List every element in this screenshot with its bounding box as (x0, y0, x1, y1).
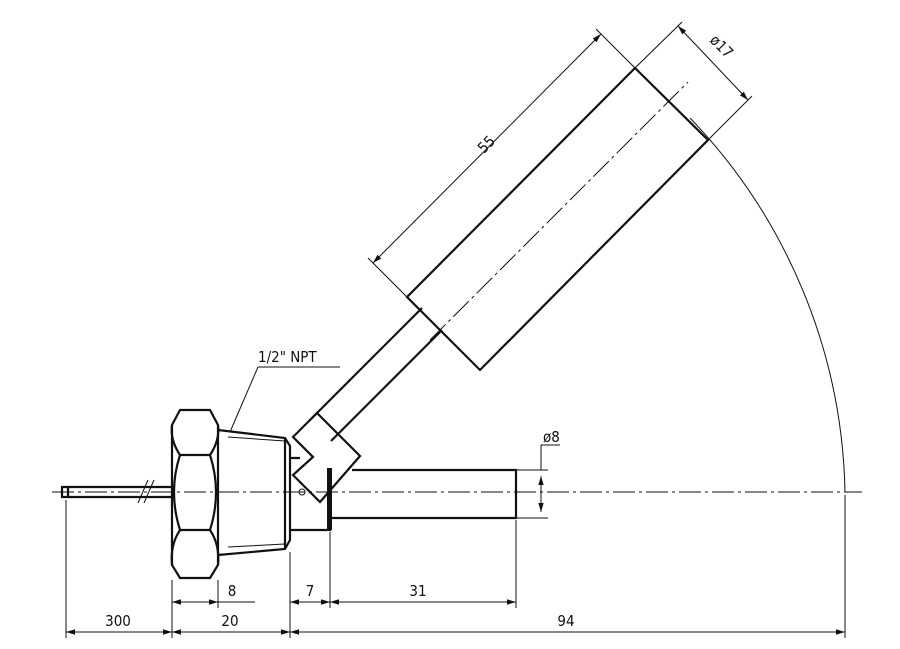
dim-31-label: 31 (409, 582, 426, 600)
extension-lines (65, 495, 846, 638)
cable (60, 479, 175, 504)
dim-row-upper: 8 7 31 (172, 582, 516, 605)
elbow-fitting (291, 411, 362, 504)
stem-tube (309, 307, 443, 442)
dim-row-lower: 300 20 94 (66, 612, 845, 635)
dim-8-label: 8 (228, 582, 237, 600)
probe-tube (332, 468, 518, 520)
dim-o8-label: ø8 (543, 428, 560, 446)
dim-55-label: 55 (474, 132, 499, 157)
dim-300-label: 300 (105, 612, 131, 630)
head-cylinder (405, 66, 710, 372)
dim-20-label: 20 (221, 612, 238, 630)
dim-94-label: 94 (557, 612, 574, 630)
npt-thread-body (217, 428, 292, 557)
thread-callout: 1/2" NPT (229, 348, 340, 433)
neck (290, 456, 332, 532)
dim-head-length: 55 (367, 28, 636, 298)
dim-7-label: 7 (306, 582, 315, 600)
dim-probe-diameter: ø8 (516, 428, 560, 519)
angle-arc (689, 117, 846, 493)
hex-nut (170, 408, 220, 580)
dim-o17-label: ø17 (706, 31, 737, 62)
thread-callout-label: 1/2" NPT (258, 348, 317, 366)
